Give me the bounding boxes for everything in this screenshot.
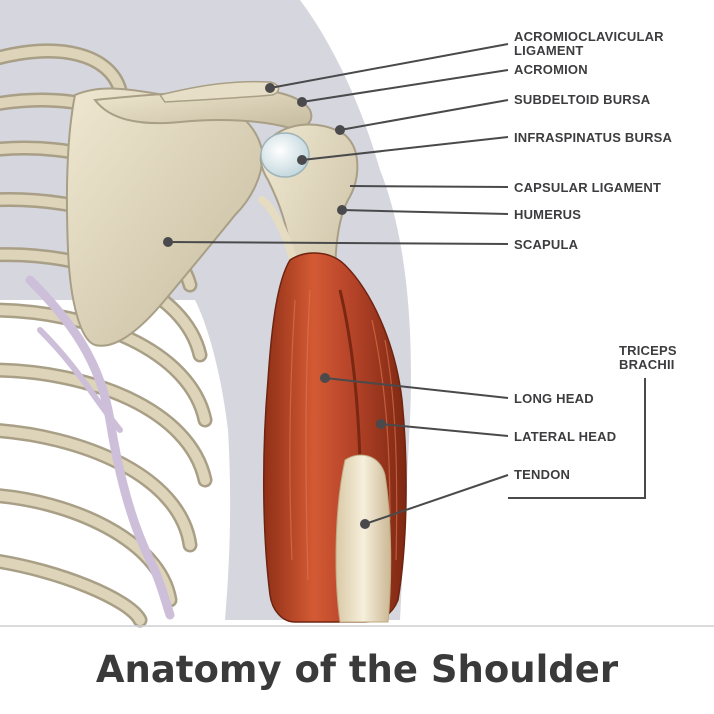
- brachial-plexus: [25, 275, 175, 620]
- label-lateral-head: LATERAL HEAD: [514, 429, 616, 444]
- label-triceps-line2: BRACHII: [619, 357, 675, 372]
- label-long-head: LONG HEAD: [514, 391, 594, 406]
- infraspinatus-bursa-shape: [260, 132, 310, 178]
- clavicle-bone: [158, 80, 280, 103]
- triceps-tendon: [335, 454, 392, 623]
- label-tendon: TENDON: [514, 467, 570, 482]
- label-acromioclavicular-line2: LIGAMENT: [514, 43, 583, 58]
- label-acromion: ACROMION: [514, 62, 588, 77]
- label-humerus: HUMERUS: [514, 207, 581, 222]
- label-acromioclavicular-line1: ACROMIOCLAVICULAR: [514, 29, 664, 44]
- label-triceps-line1: TRICEPS: [619, 343, 677, 358]
- label-capsular-ligament: CAPSULAR LIGAMENT: [514, 180, 661, 195]
- label-scapula: SCAPULA: [514, 237, 579, 252]
- label-infraspinatus-bursa: INFRASPINATUS BURSA: [514, 130, 673, 145]
- leader-lines: [163, 43, 646, 529]
- diagram-title: Anatomy of the Shoulder: [96, 648, 619, 691]
- callout-labels: ACROMIOCLAVICULAR LIGAMENT ACROMION SUBD…: [514, 29, 677, 482]
- label-subdeltoid-bursa: SUBDELTOID BURSA: [514, 92, 651, 107]
